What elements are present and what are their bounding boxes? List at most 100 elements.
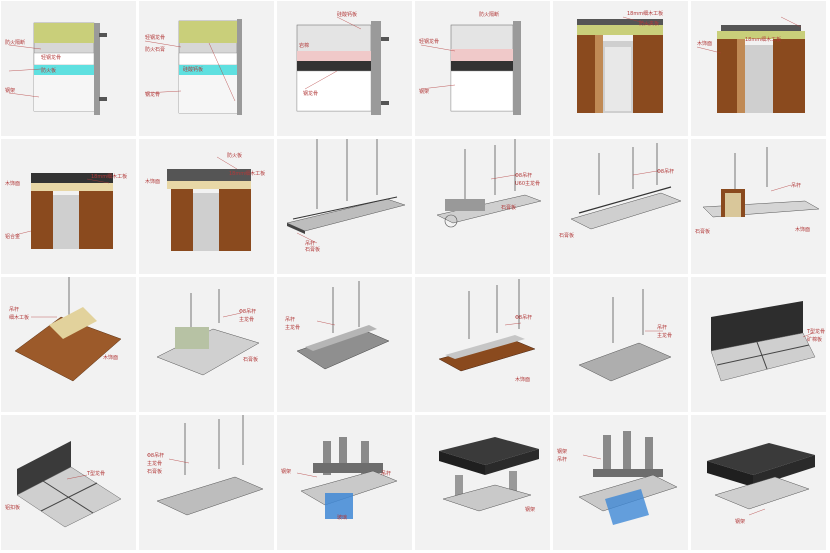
thumbnail-r2c6[interactable]: 吊杆 木饰面 石膏板	[691, 139, 826, 274]
ceiling-hanger-icon: Φ8吊杆 主龙骨 石膏板	[156, 289, 260, 376]
callout-label: 18mm细木工板	[229, 170, 265, 177]
callout-label: 吊杆	[791, 182, 801, 189]
callout-label: 钢架	[281, 468, 291, 475]
callout-label: 木饰面	[515, 376, 530, 383]
thumbnail-r2c1[interactable]: 18mm细木工板 木饰面 铝合金	[1, 139, 136, 274]
thumbnail-r4c4[interactable]: 钢架	[415, 415, 550, 550]
ceiling-hanger-icon: Φ8吊杆 主龙骨 石膏板	[147, 415, 264, 516]
thumbnail-r4c2[interactable]: Φ8吊杆 主龙骨 石膏板	[139, 415, 274, 550]
thumbnail-r4c5[interactable]: 钢架 吊杆	[553, 415, 688, 550]
callout-label: Φ8吊杆	[515, 314, 532, 321]
callout-label: 防火板	[41, 67, 56, 74]
thumbnail-r1c2[interactable]: 轻钢龙骨 防火石膏 硅酸钙板 钢龙骨	[139, 1, 274, 136]
steel-frame-icon: 钢架	[707, 443, 815, 525]
callout-label: 轻钢龙骨	[41, 54, 61, 61]
thumbnail-r1c1[interactable]: 防火隔断 轻钢龙骨 防火板 钢架	[1, 1, 136, 136]
thumbnail-r1c4[interactable]: 防火隔断 轻钢龙骨 钢架	[415, 1, 550, 136]
ceiling-hanger-icon: 吊杆 主龙骨	[285, 281, 390, 370]
thumbnail-r1c6[interactable]: 木饰面 18mm细木工板	[691, 1, 826, 136]
wood-wall-icon: 18mm细木工板 木饰面 铝合金	[5, 173, 127, 249]
grid-ceiling-icon: T型龙骨 铝扣板	[5, 441, 122, 528]
thumbnail-r1c5[interactable]: 18mm细木工板 防火夹板	[553, 1, 688, 136]
callout-label: 岩棉	[299, 42, 309, 49]
callout-label: Φ8吊杆	[515, 172, 532, 179]
callout-label: 18mm细木工板	[745, 36, 781, 43]
callout-label: Φ8吊杆	[147, 452, 164, 459]
callout-label: 铝扣板	[5, 504, 20, 511]
callout-label: 木饰面	[795, 226, 810, 233]
callout-label: 玻璃	[337, 514, 347, 521]
ceiling-hanger-icon: Φ8吊杆 石膏板	[559, 143, 682, 239]
callout-label: 钢架	[557, 448, 567, 455]
ceiling-hanger-icon: Φ8吊杆 木饰面	[438, 279, 536, 383]
callout-label: 轻钢龙骨	[419, 38, 439, 45]
callout-label: 细木工板	[9, 314, 29, 321]
thumbnail-r4c1[interactable]: T型龙骨 铝扣板	[1, 415, 136, 550]
callout-label: 防火夹板	[639, 20, 659, 27]
callout-label: 吊杆	[9, 306, 19, 313]
callout-label: 木饰面	[697, 40, 712, 47]
callout-label: 石膏板	[147, 468, 162, 475]
wall-section-icon: 轻钢龙骨 防火石膏 硅酸钙板 钢龙骨	[144, 19, 242, 115]
callout-label: 吊杆	[657, 324, 667, 331]
callout-label: 钢龙骨	[145, 91, 160, 98]
callout-label: 吊杆	[305, 240, 315, 247]
thumbnail-r2c2[interactable]: 防火板 18mm细木工板 木饰面	[139, 139, 274, 274]
wood-wall-icon: 木饰面 18mm细木工板	[696, 16, 805, 113]
callout-label: 木饰面	[5, 180, 20, 187]
callout-label: 吊杆	[381, 470, 391, 477]
thumbnail-r3c6[interactable]: T型龙骨 矿棉板	[691, 277, 826, 412]
callout-label: 矿棉板	[807, 336, 822, 343]
callout-label: 主龙骨	[285, 324, 300, 331]
callout-label: T型龙骨	[806, 328, 825, 335]
thumbnail-r2c3[interactable]: 吊杆 石膏板	[277, 139, 412, 274]
wall-section-icon: 防火隔断 轻钢龙骨 钢架	[419, 11, 521, 115]
callout-label: 石膏板	[559, 232, 574, 239]
callout-label: 钢龙骨	[303, 90, 318, 97]
callout-label: Φ8吊杆	[657, 168, 674, 175]
thumbnail-r3c3[interactable]: 吊杆 主龙骨	[277, 277, 412, 412]
ceiling-hanger-icon: Φ8吊杆 U60主龙骨 石膏板	[436, 139, 542, 228]
callout-label: T型龙骨	[86, 470, 105, 477]
wood-wall-icon: 防火板 18mm细木工板 木饰面	[145, 152, 265, 251]
callout-label: 吊杆	[557, 456, 567, 463]
callout-label: 防火石膏	[145, 46, 165, 53]
callout-label: 木饰面	[103, 354, 118, 361]
callout-label: 主龙骨	[657, 332, 672, 339]
thumbnail-r4c6[interactable]: 钢架	[691, 415, 826, 550]
thumbnail-r2c4[interactable]: Φ8吊杆 U60主龙骨 石膏板	[415, 139, 550, 274]
callout-label: 主龙骨	[239, 316, 254, 323]
callout-label: 钢架	[5, 87, 15, 94]
callout-label: 防火隔断	[5, 39, 25, 46]
wall-section-icon: 防火隔断 轻钢龙骨 防火板 钢架	[5, 22, 107, 115]
callout-label: 石膏板	[695, 228, 710, 235]
callout-label: 钢架	[525, 506, 535, 513]
thumbnail-r4c3[interactable]: 钢架 吊杆 玻璃	[277, 415, 412, 550]
callout-label: 防火板	[227, 152, 242, 159]
callout-label: 18mm细木工板	[91, 173, 127, 180]
callout-label: 石膏板	[501, 204, 516, 211]
callout-label: 硅酸钙板	[337, 11, 357, 18]
callout-label: 18mm细木工板	[627, 10, 663, 17]
callout-label: Φ8吊杆	[239, 308, 256, 315]
thumbnail-r3c4[interactable]: Φ8吊杆 木饰面	[415, 277, 550, 412]
callout-label: U60主龙骨	[515, 180, 540, 187]
callout-label: 防火隔断	[479, 11, 499, 18]
ceiling-hanger-icon: 吊杆 主龙骨	[578, 289, 672, 382]
callout-label: 钢架	[419, 88, 429, 95]
steel-frame-icon: 钢架 吊杆	[557, 431, 678, 525]
callout-label: 石膏板	[305, 246, 320, 253]
steel-frame-icon: 钢架 吊杆 玻璃	[281, 437, 398, 521]
callout-label: 吊杆	[285, 316, 295, 323]
thumbnail-r3c2[interactable]: Φ8吊杆 主龙骨 石膏板	[139, 277, 274, 412]
callout-label: 石膏板	[243, 356, 258, 363]
thumbnail-r3c1[interactable]: 吊杆 细木工板 木饰面	[1, 277, 136, 412]
wood-ceiling-icon: 吊杆 细木工板 木饰面	[9, 277, 122, 382]
callout-label: 铝合金	[5, 233, 20, 240]
callout-label: 钢架	[735, 518, 745, 525]
wall-section-icon: 硅酸钙板 岩棉 钢龙骨	[296, 11, 389, 115]
thumbnail-r2c5[interactable]: Φ8吊杆 石膏板	[553, 139, 688, 274]
thumbnail-r3c5[interactable]: 吊杆 主龙骨	[553, 277, 688, 412]
thumbnail-r1c3[interactable]: 硅酸钙板 岩棉 钢龙骨	[277, 1, 412, 136]
callout-label: 木饰面	[145, 178, 160, 185]
